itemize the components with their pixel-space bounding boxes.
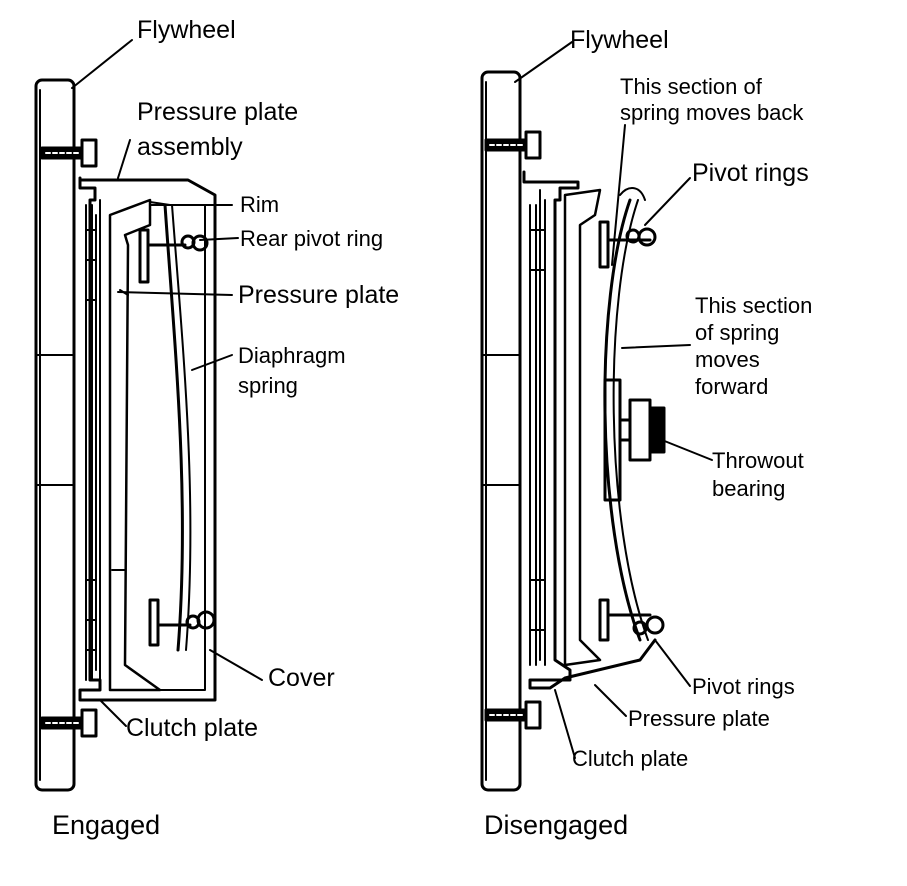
- label-flywheel-engaged: Flywheel: [137, 16, 236, 44]
- label-clutch-plate-engaged: Clutch plate: [126, 714, 259, 742]
- disengaged-bolt-top: [484, 130, 542, 160]
- label-diaphragm-spring-line1: Diaphragm: [238, 343, 346, 368]
- engaged-pivot-rings-bottom: [148, 598, 216, 647]
- label-spring-back-line1: This section of: [620, 74, 762, 99]
- caption-engaged: Engaged: [52, 810, 161, 840]
- label-spring-back-line2: spring moves back: [620, 100, 804, 125]
- engaged-assembly: [34, 39, 263, 792]
- disengaged-cover: [522, 170, 657, 690]
- label-diaphragm-spring-line2: spring: [238, 373, 298, 398]
- engaged-bolt-bottom: [40, 708, 98, 738]
- label-throwout-bearing-line1: Throwout: [712, 448, 804, 473]
- label-spring-forward-line3: moves: [695, 347, 760, 372]
- engaged-bolt-top: [40, 138, 98, 168]
- engaged-clutch-plate: [85, 204, 97, 681]
- disengaged-flywheel: [480, 70, 522, 792]
- label-pressure-plate-disengaged: Pressure plate: [628, 706, 770, 731]
- disengaged-pivot-rings-bottom: [598, 598, 665, 642]
- disengaged-clutch-plate: [529, 199, 546, 666]
- engaged-pressure-plate: [108, 198, 162, 692]
- disengaged-throwout-bearing: [603, 378, 666, 502]
- label-spring-forward-line4: forward: [695, 374, 769, 399]
- disengaged-bolt-bottom: [484, 700, 542, 730]
- label-pivot-rings-top: Pivot rings: [692, 159, 809, 187]
- label-rim: Rim: [240, 192, 280, 217]
- engaged-flywheel: [34, 78, 76, 792]
- label-throwout-bearing-line2: bearing: [712, 476, 786, 501]
- disengaged-pressure-plate: [563, 188, 602, 667]
- label-clutch-plate-disengaged: Clutch plate: [572, 746, 689, 771]
- label-rear-pivot-ring: Rear pivot ring: [240, 226, 384, 251]
- label-cover: Cover: [268, 664, 335, 692]
- disengaged-pivot-rings-top: [598, 220, 657, 269]
- label-spring-forward-line2: of spring: [695, 320, 780, 345]
- engaged-diaphragm-spring: [163, 203, 184, 652]
- caption-disengaged: Disengaged: [484, 810, 629, 840]
- label-pressure-plate-assembly-line1: Pressure plate: [137, 98, 299, 126]
- label-pressure-plate-engaged: Pressure plate: [238, 281, 400, 309]
- disengaged-assembly: [480, 41, 713, 792]
- engaged-pivot-rings-top: [138, 228, 209, 284]
- label-pressure-plate-assembly-line2: assembly: [137, 133, 243, 161]
- label-spring-forward-line1: This section: [695, 293, 813, 318]
- label-flywheel-disengaged: Flywheel: [570, 26, 669, 54]
- label-pivot-rings-bottom: Pivot rings: [692, 674, 795, 699]
